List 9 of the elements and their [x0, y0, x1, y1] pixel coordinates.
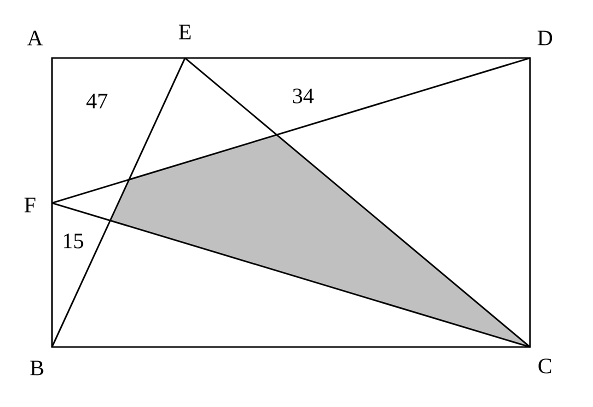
point-label: 15: [64, 234, 84, 248]
point-label: E: [178, 24, 191, 40]
point-label: 47: [86, 94, 108, 108]
point-label: 34: [293, 88, 314, 104]
point-label: A: [27, 30, 43, 46]
point-label: F: [24, 198, 36, 212]
point-label: C: [538, 358, 552, 374]
point-label: B: [30, 360, 44, 376]
point-label: D: [538, 30, 552, 46]
